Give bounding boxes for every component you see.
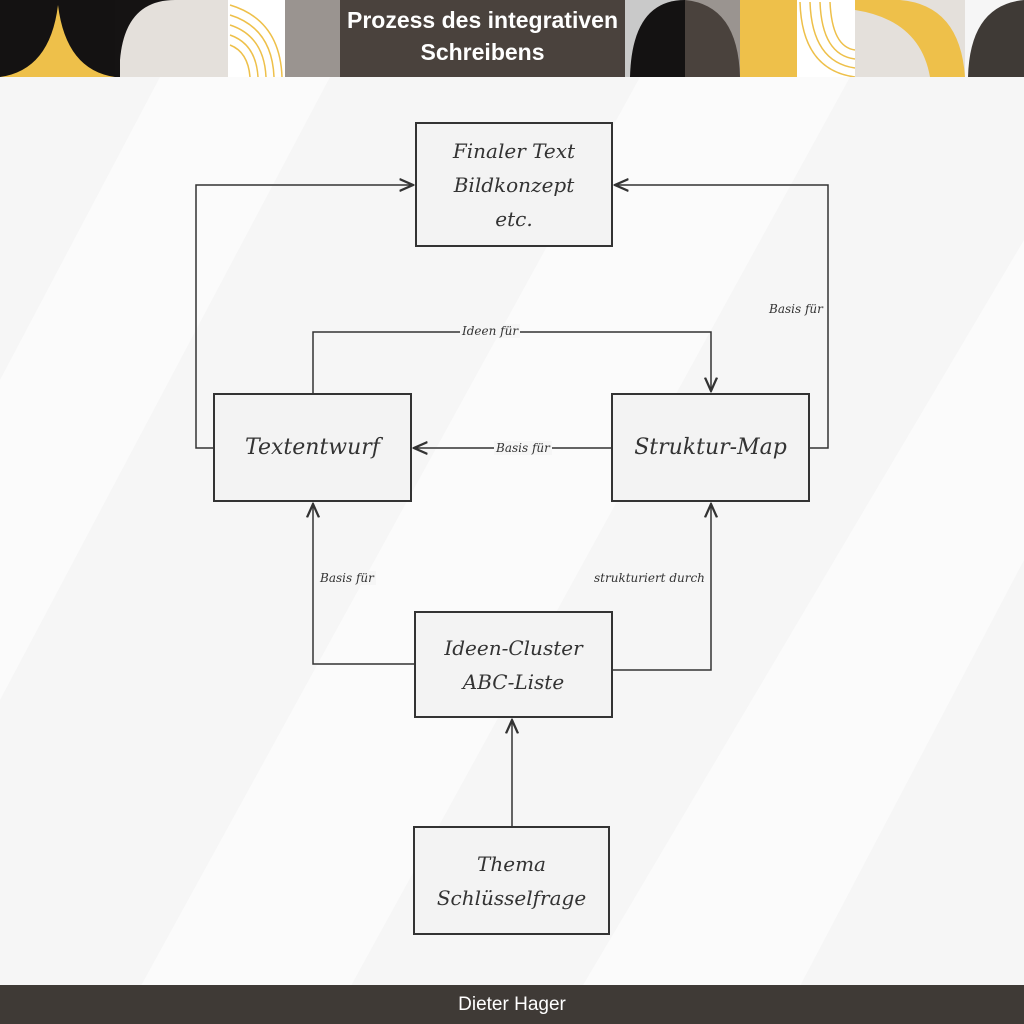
edge-ideen (312, 331, 711, 393)
page-title: Prozess des integrativen Schreibens (347, 7, 618, 65)
edge-struktur-final (615, 185, 829, 449)
edge-cluster-struktur (613, 504, 711, 671)
edge-label-basis-final: Basis für (767, 302, 825, 316)
header-pattern (0, 0, 1024, 77)
node-thema: Thema Schlüsselfrage (413, 826, 610, 935)
edge-label-strukturiert-durch: strukturiert durch (592, 571, 707, 585)
footer-author: Dieter Hager (0, 985, 1024, 1024)
node-textentwurf: Textentwurf (213, 393, 412, 502)
edge-cluster-text (313, 504, 414, 665)
edge-label-basis-cluster: Basis für (318, 571, 376, 585)
edge-text-final (195, 185, 413, 449)
node-struktur-map: Struktur-Map (611, 393, 810, 502)
node-final-text: Finaler Text Bildkonzept etc. (415, 122, 613, 247)
edge-label-ideen-fuer: Ideen für (460, 324, 521, 338)
node-ideen-cluster: Ideen-Cluster ABC-Liste (414, 611, 613, 718)
edge-label-basis-text: Basis für (494, 441, 552, 455)
